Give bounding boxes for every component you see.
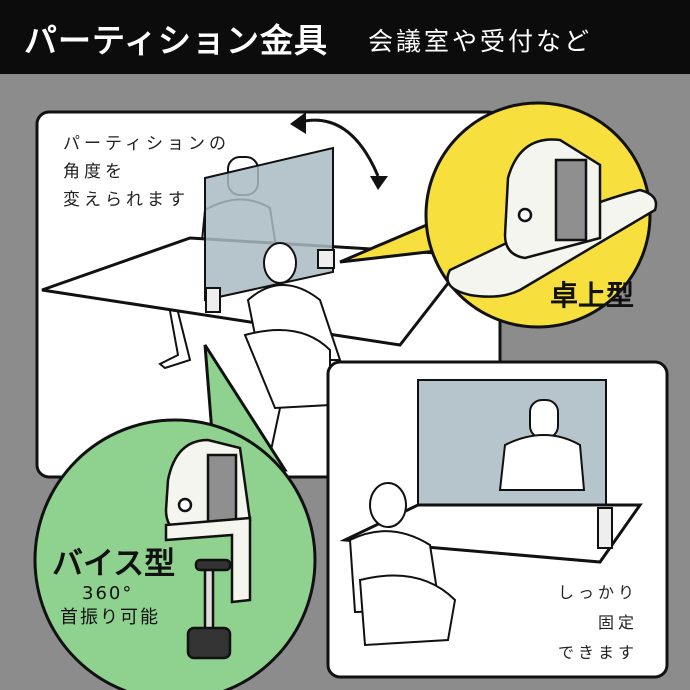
secure-note-line-1: しっかり xyxy=(558,583,639,602)
secure-note-line-2: 固定 xyxy=(598,613,639,632)
secure-note-line-3: できます xyxy=(558,643,639,662)
page-subtitle: 会議室や受付など xyxy=(368,27,593,56)
angle-note: パーティションの 角度を 変えられます xyxy=(63,130,230,214)
vise-type-label: バイス型 xyxy=(52,546,176,582)
customer xyxy=(348,482,457,647)
angle-note-line-3: 変えられます xyxy=(63,190,189,210)
header-bar: パーティション金具 会議室や受付など xyxy=(0,0,690,74)
secure-note: しっかり 固定 できます xyxy=(558,578,638,668)
page-title: パーティション金具 xyxy=(24,21,329,60)
vise-mount-product xyxy=(164,438,252,660)
angle-note-line-2: 角度を xyxy=(63,162,126,182)
top-clamp xyxy=(205,287,221,313)
top-desk-mount xyxy=(317,249,335,269)
receptionist xyxy=(498,399,586,491)
rotate-arrow-tail-icon xyxy=(370,176,388,190)
rotate-arrow-icon xyxy=(299,118,380,177)
top-partition-pane xyxy=(204,146,334,302)
desk-type-label: 卓上型 xyxy=(550,279,635,312)
swivel-caption: 360° 首振り可能 xyxy=(60,582,160,630)
bottom-clamp xyxy=(597,507,613,549)
swivel-caption-line-1: 360° xyxy=(82,583,134,604)
desk-mount-product xyxy=(446,138,658,298)
angle-note-line-1: パーティションの xyxy=(63,134,230,154)
swivel-caption-line-2: 首振り可能 xyxy=(60,607,160,628)
rotate-arrow-head-icon xyxy=(290,112,306,134)
seated-woman xyxy=(243,242,342,456)
